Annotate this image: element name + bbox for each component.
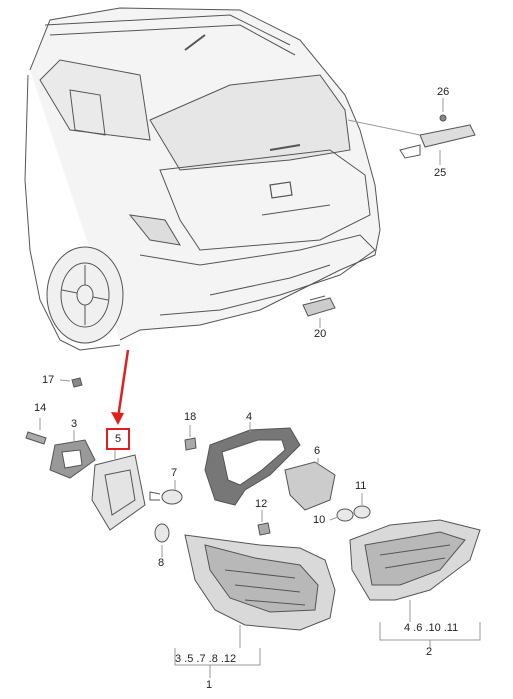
callout-10[interactable]: 10 xyxy=(313,514,326,526)
highlight-arrow xyxy=(111,349,130,425)
callout-7[interactable]: 7 xyxy=(171,467,178,479)
part-6-bulb-holder xyxy=(284,461,336,511)
group-right-parts: 4 .6 .10 .11 xyxy=(404,622,459,634)
callout-6[interactable]: 6 xyxy=(314,445,321,457)
callout-14[interactable]: 14 xyxy=(34,402,47,414)
callout-25[interactable]: 25 xyxy=(434,167,447,179)
part-17-screw xyxy=(71,377,83,388)
part-10-bulb xyxy=(336,508,354,522)
group-left-parts: 3 .5 .7 .8 .12 xyxy=(175,653,237,665)
callout-1[interactable]: 1 xyxy=(206,679,213,691)
part-8-bulb xyxy=(154,523,170,543)
part-11-bulb xyxy=(353,505,371,519)
callout-3[interactable]: 3 xyxy=(71,418,78,430)
callout-17[interactable]: 17 xyxy=(42,374,55,386)
part-18-clip xyxy=(184,437,197,451)
part-5-bulb-holder xyxy=(91,454,146,531)
callout-11[interactable]: 11 xyxy=(355,480,367,492)
callout-4[interactable]: 4 xyxy=(246,411,253,423)
callout-5-highlighted[interactable]: 5 xyxy=(106,428,130,450)
part-20-plate-light xyxy=(302,295,336,317)
callout-2[interactable]: 2 xyxy=(426,646,433,658)
part-2-tail-light-inner xyxy=(349,519,481,601)
callout-8[interactable]: 8 xyxy=(158,557,165,569)
part-25-light-strip xyxy=(399,114,476,159)
callout-20[interactable]: 20 xyxy=(314,328,327,340)
part-1-tail-light-outer xyxy=(184,534,336,631)
callout-12[interactable]: 12 xyxy=(255,498,268,510)
callout-18[interactable]: 18 xyxy=(184,411,197,423)
part-7-bulb xyxy=(161,489,183,505)
part-12-clip xyxy=(257,522,271,536)
part-14-bolt xyxy=(25,431,47,445)
callout-26[interactable]: 26 xyxy=(437,86,450,98)
car-illustration xyxy=(24,7,381,351)
